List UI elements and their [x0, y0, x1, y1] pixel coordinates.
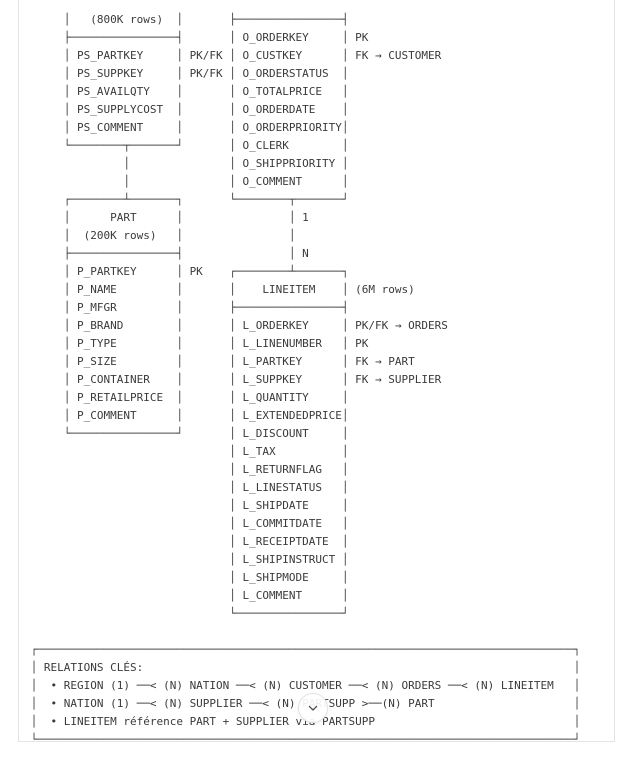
chevron-down-icon [306, 701, 320, 715]
ascii-schema-diagram: │ (800K rows) │ ├────────────────┤ ├────… [30, 13, 581, 742]
scroll-to-bottom-button[interactable] [298, 693, 328, 723]
code-block-frame: │ (800K rows) │ ├────────────────┤ ├────… [18, 0, 615, 742]
